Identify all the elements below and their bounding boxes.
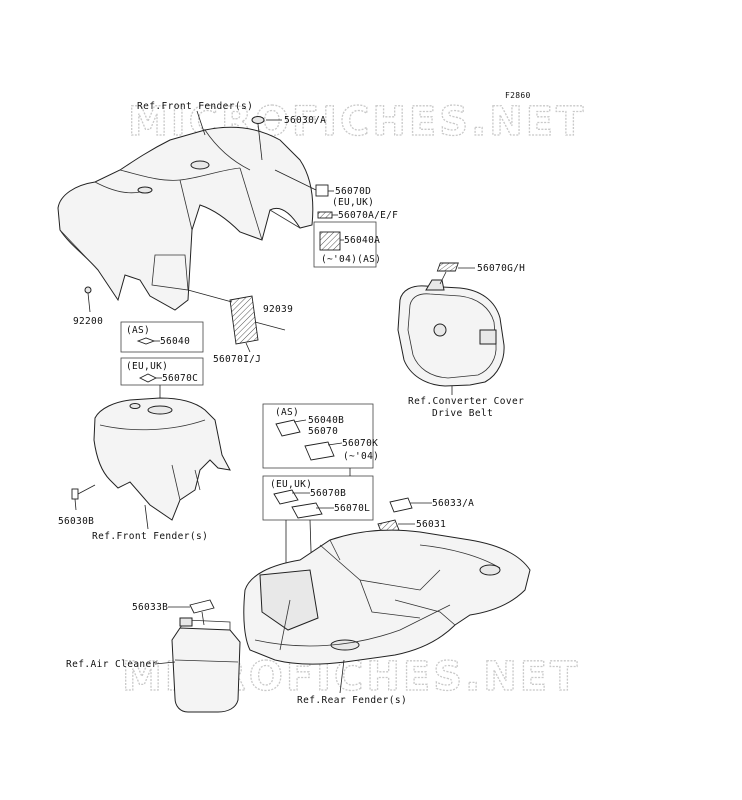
- front-fender-illustration: [57, 126, 314, 311]
- decal-56040b: [275, 419, 301, 437]
- ref-drive-belt: Drive Belt: [432, 408, 493, 419]
- label-56070d: 56070D: [335, 186, 371, 197]
- label-euuk-group-region: (EU,UK): [270, 479, 312, 490]
- label-as-region: (AS): [126, 325, 150, 336]
- label-56070k: 56070K: [342, 438, 378, 449]
- decal-56070b: [273, 489, 299, 505]
- ref-front-fender-bottom: Ref.Front Fender(s): [92, 531, 208, 542]
- label-56070k-note: (~'04): [343, 451, 379, 462]
- label-56070gh: 56070G/H: [477, 263, 525, 274]
- decal-56070aef: [317, 211, 333, 219]
- decal-56070d: [315, 184, 329, 197]
- air-cleaner-illustration: [171, 617, 241, 713]
- label-56040a-note: (~'04)(AS): [321, 254, 381, 265]
- label-56070b: 56070B: [310, 488, 346, 499]
- label-56070: 56070: [308, 426, 338, 437]
- decal-56070l: [291, 502, 323, 519]
- label-56070l: 56070L: [334, 503, 370, 514]
- decal-56070k: [304, 441, 335, 461]
- label-56070d-region: (EU,UK): [332, 197, 374, 208]
- ref-air-cleaner: Ref.Air Cleaner: [66, 659, 158, 670]
- decal-56030b: [71, 488, 79, 500]
- group-box-as-56040b: [262, 403, 374, 469]
- label-56070ij: 56070I/J: [213, 354, 261, 365]
- ref-front-fender-top: Ref.Front Fender(s): [137, 101, 253, 112]
- group-box-as-56040: [120, 321, 204, 353]
- rear-fender-illustration: [243, 529, 531, 665]
- label-56040a: 56040A: [344, 235, 380, 246]
- decal-56033a: [389, 497, 413, 513]
- decal-56040a: [319, 231, 341, 251]
- label-56040: 56040: [160, 336, 190, 347]
- label-56040b: 56040B: [308, 415, 344, 426]
- label-euuk-region: (EU,UK): [126, 361, 168, 372]
- label-56030b: 56030B: [58, 516, 94, 527]
- label-92200: 92200: [73, 316, 103, 327]
- front-fender-lower-illustration: [93, 397, 231, 521]
- group-box-56040a: [313, 221, 377, 268]
- ref-converter-cover: Ref.Converter Cover: [408, 396, 524, 407]
- label-as-group-region: (AS): [275, 407, 299, 418]
- decal-56070c: [138, 373, 158, 383]
- ref-rear-fender: Ref.Rear Fender(s): [297, 695, 407, 706]
- label-92039: 92039: [263, 304, 293, 315]
- group-box-euuk-56070b: [262, 475, 374, 521]
- label-56030a: 56030/A: [284, 115, 326, 126]
- group-box-euuk-56070c: [120, 357, 204, 386]
- label-56033b: 56033B: [132, 602, 168, 613]
- figure-code: F2860: [505, 91, 531, 100]
- label-56033a: 56033/A: [432, 498, 474, 509]
- decal-56070gh: [436, 262, 459, 272]
- grommet-56030a: [251, 116, 265, 124]
- decal-56070ij: [229, 295, 259, 345]
- label-56031: 56031: [416, 519, 446, 530]
- label-56070c: 56070C: [162, 373, 198, 384]
- decal-56033b: [189, 599, 215, 614]
- decal-56040: [136, 337, 156, 345]
- converter-cover-illustration: [397, 279, 505, 387]
- label-56070aef: 56070A/E/F: [338, 210, 398, 221]
